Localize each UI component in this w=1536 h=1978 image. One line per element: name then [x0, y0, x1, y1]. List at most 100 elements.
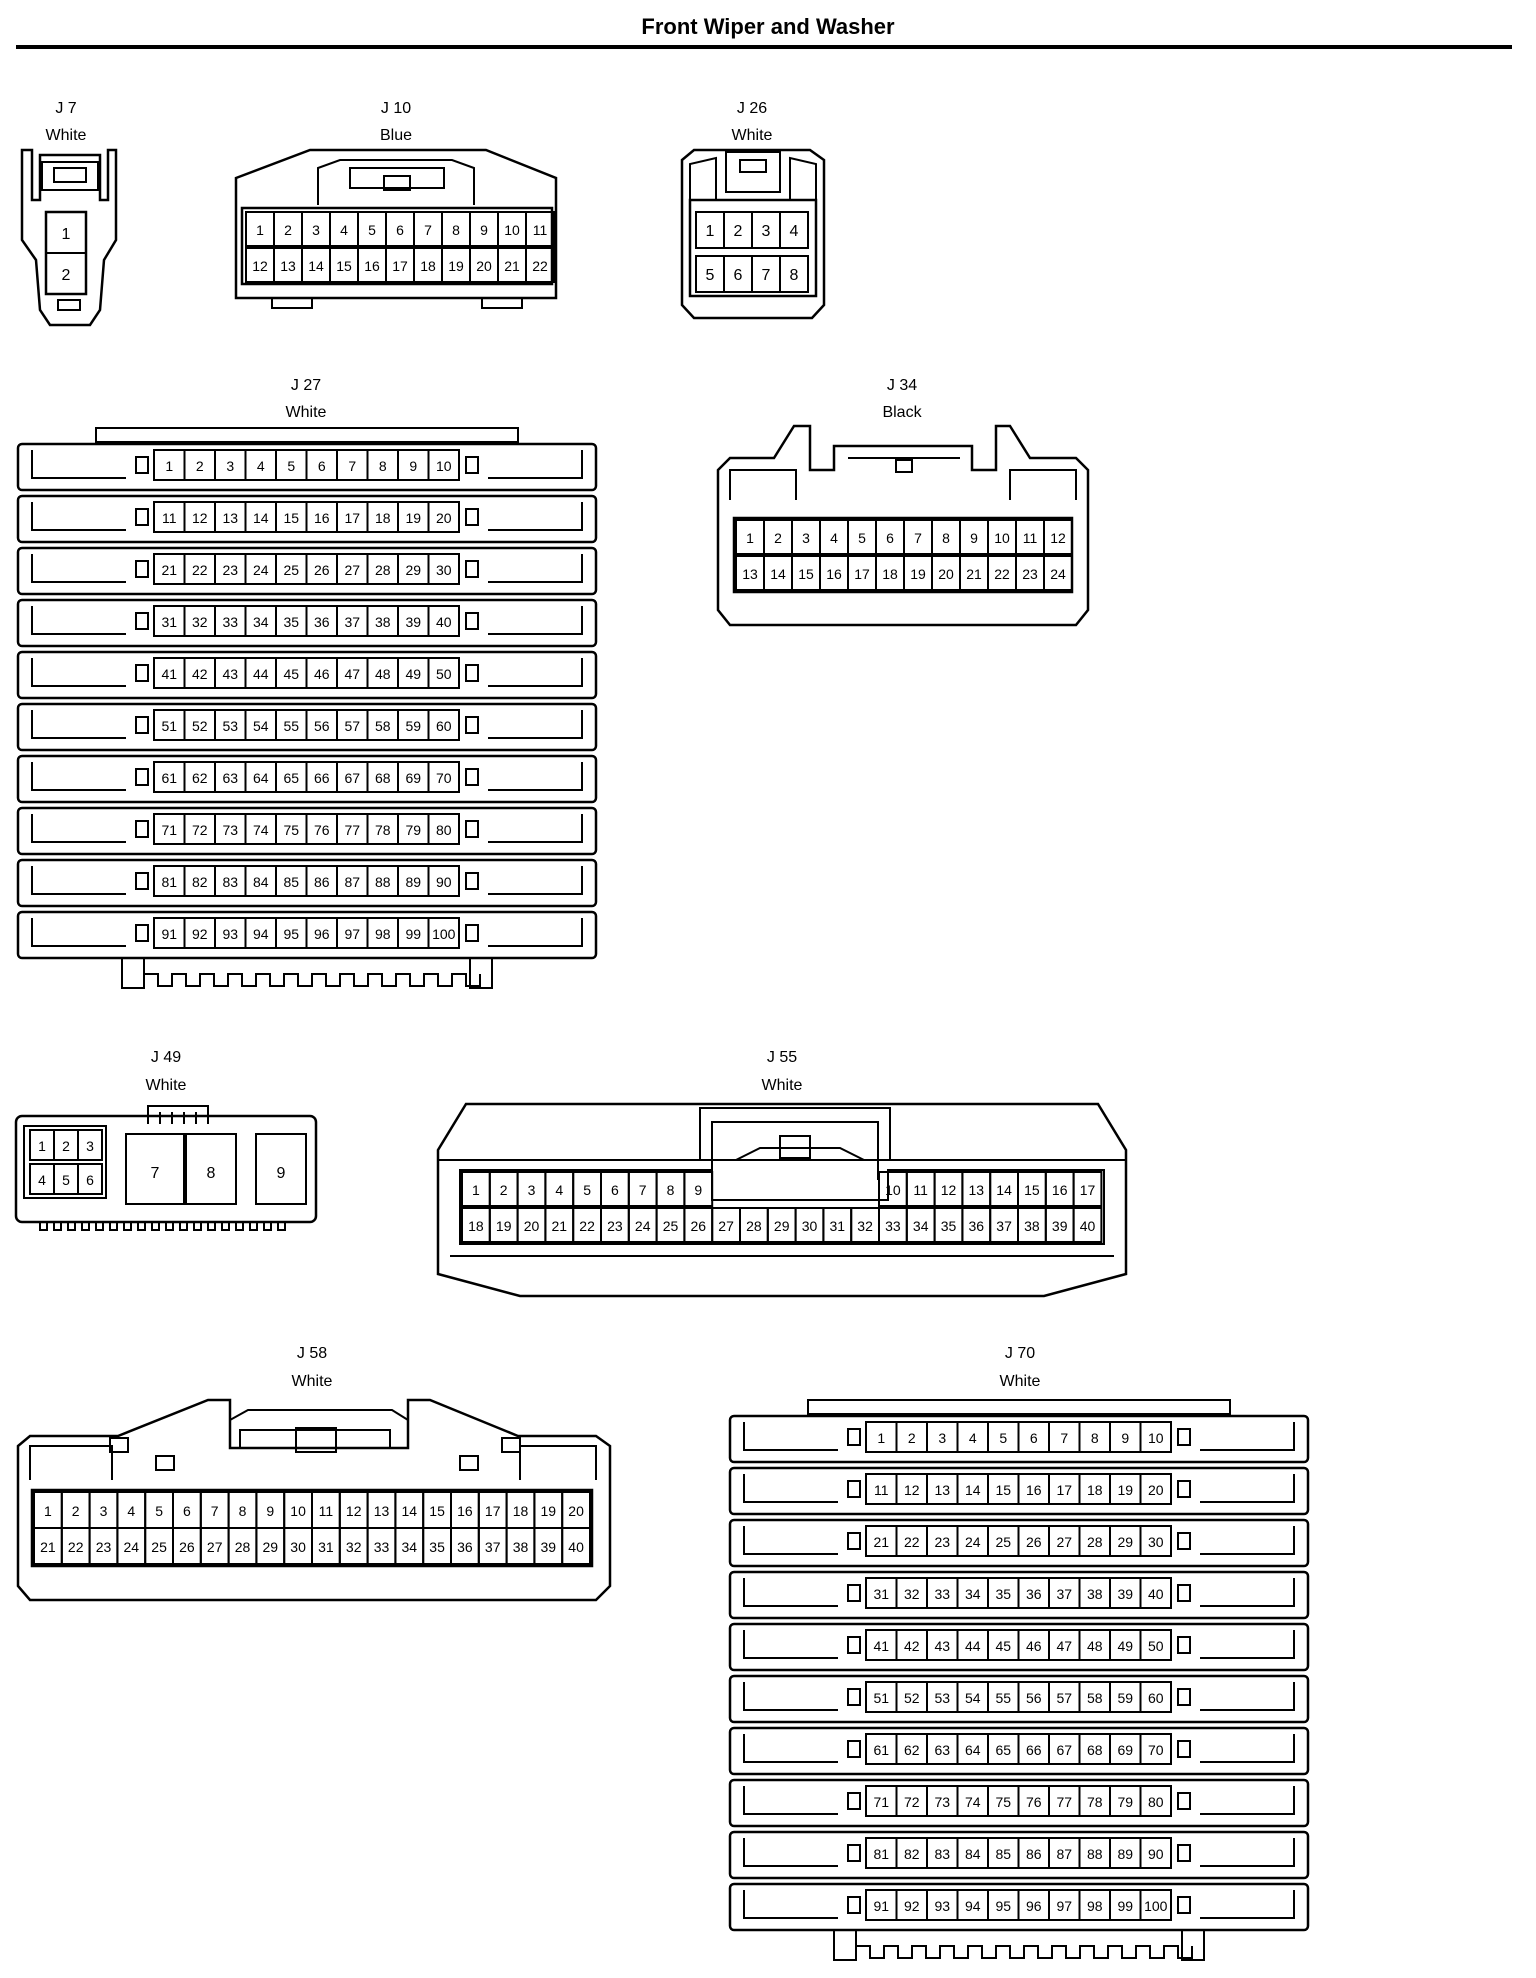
- connector-j10-color: Blue: [380, 127, 412, 144]
- pin-number: 19: [1117, 1482, 1133, 1498]
- row-rib-left: [31, 918, 126, 947]
- pin-number: 14: [253, 510, 269, 526]
- pin-number: 48: [1087, 1638, 1103, 1654]
- pin-number: 44: [253, 666, 269, 682]
- connector-j55-housing: [436, 1102, 1128, 1298]
- row-key-right: [465, 716, 479, 734]
- pin-number: 34: [253, 614, 269, 630]
- row-rib-right: [488, 658, 583, 687]
- pin-number: 3: [528, 1182, 536, 1198]
- pin-number: 12: [346, 1503, 362, 1519]
- row-rib-right: [1200, 1578, 1295, 1607]
- pin-number: 35: [941, 1218, 957, 1234]
- pin-number: 10: [885, 1182, 901, 1198]
- pin-number: 7: [639, 1182, 647, 1198]
- pin-number: 45: [283, 666, 299, 682]
- pin-number: 59: [405, 718, 421, 734]
- pin-number: 3: [226, 458, 234, 474]
- row-key-left: [135, 716, 149, 734]
- row-rib-left: [31, 866, 126, 895]
- pin-number: 29: [405, 562, 421, 578]
- pin-number: 51: [161, 718, 177, 734]
- row-segment: [16, 494, 598, 544]
- pin-number: 92: [904, 1898, 920, 1914]
- pin-number: 96: [1026, 1898, 1042, 1914]
- row-rib-left: [31, 814, 126, 843]
- pin-number: 1: [165, 458, 173, 474]
- pin-number: 94: [965, 1898, 981, 1914]
- pin-number: 9: [694, 1182, 702, 1198]
- row-rib-right: [488, 762, 583, 791]
- pin-number: 7: [1060, 1430, 1068, 1446]
- pin-number: 6: [1030, 1430, 1038, 1446]
- pin-number: 80: [1148, 1794, 1164, 1810]
- foot-right: [469, 958, 493, 989]
- row-rib-right: [1200, 1786, 1295, 1815]
- pin-number: 94: [253, 926, 269, 942]
- pin-number: 99: [1117, 1898, 1133, 1914]
- row-segment: [16, 806, 598, 856]
- pin-number: 8: [790, 267, 799, 284]
- pin-number: 16: [364, 258, 380, 274]
- row-key-left: [135, 612, 149, 630]
- pin-number: 24: [253, 562, 269, 578]
- pin-number: 98: [375, 926, 391, 942]
- pin-number: 6: [183, 1503, 191, 1519]
- pin-number: 39: [405, 614, 421, 630]
- pin-number: 60: [436, 718, 452, 734]
- page-title: Front Wiper and Washer: [641, 14, 895, 39]
- pin-number: 18: [513, 1503, 529, 1519]
- pin-number: 6: [734, 267, 743, 284]
- pin-number: 42: [904, 1638, 920, 1654]
- pin-number: 12: [192, 510, 208, 526]
- connector-j49-housing: [14, 1114, 318, 1224]
- pin-number: 63: [934, 1742, 950, 1758]
- pin-number: 22: [579, 1218, 595, 1234]
- pin-number: 5: [583, 1182, 591, 1198]
- row-key-right: [1177, 1428, 1191, 1446]
- pin-number: 55: [995, 1690, 1011, 1706]
- pin-number: 17: [1056, 1482, 1072, 1498]
- connector-j49-small-cavity: [23, 1125, 107, 1199]
- pin-number: 25: [995, 1534, 1011, 1550]
- pin-number: 28: [235, 1539, 251, 1555]
- pin-number: 10: [436, 458, 452, 474]
- row-rib-left: [743, 1890, 838, 1919]
- row-key-left: [135, 664, 149, 682]
- connector-j49-pin-8-cavity: [185, 1133, 237, 1205]
- row-key-right: [465, 508, 479, 526]
- pin-number: 17: [344, 510, 360, 526]
- row-segment: [16, 546, 598, 596]
- row-key-left: [135, 508, 149, 526]
- pin-number: 75: [995, 1794, 1011, 1810]
- pin-number: 7: [914, 530, 922, 546]
- pin-cell: [561, 1527, 592, 1565]
- connector-j58-housing: [16, 1398, 612, 1602]
- pin-number: 39: [541, 1539, 557, 1555]
- pin-number: 22: [68, 1539, 84, 1555]
- row-rib-right: [1200, 1422, 1295, 1451]
- row-rib-right: [488, 710, 583, 739]
- pin-cell: [1139, 1733, 1172, 1765]
- pin-number: 84: [253, 874, 269, 890]
- pin-number: 6: [86, 1172, 94, 1188]
- pin-number: 1: [256, 222, 264, 238]
- pin-number: 12: [941, 1182, 957, 1198]
- pin-cell: [427, 865, 460, 897]
- pin-number: 23: [1022, 566, 1038, 582]
- pin-number: 99: [405, 926, 421, 942]
- row-key-right: [1177, 1740, 1191, 1758]
- pin-number: 73: [934, 1794, 950, 1810]
- pin-number: 1: [472, 1182, 480, 1198]
- row-rib-right: [1200, 1682, 1295, 1711]
- connector-j34-color: Black: [882, 404, 922, 421]
- pin-number: 58: [1087, 1690, 1103, 1706]
- row-rib-right: [488, 554, 583, 583]
- pin-number: 28: [1087, 1534, 1103, 1550]
- pin-number: 47: [1056, 1638, 1072, 1654]
- row-key-left: [847, 1792, 861, 1810]
- row-key-right: [1177, 1896, 1191, 1914]
- pin-number: 5: [999, 1430, 1007, 1446]
- pin-cell: [427, 657, 460, 689]
- pin-number: 11: [162, 510, 177, 526]
